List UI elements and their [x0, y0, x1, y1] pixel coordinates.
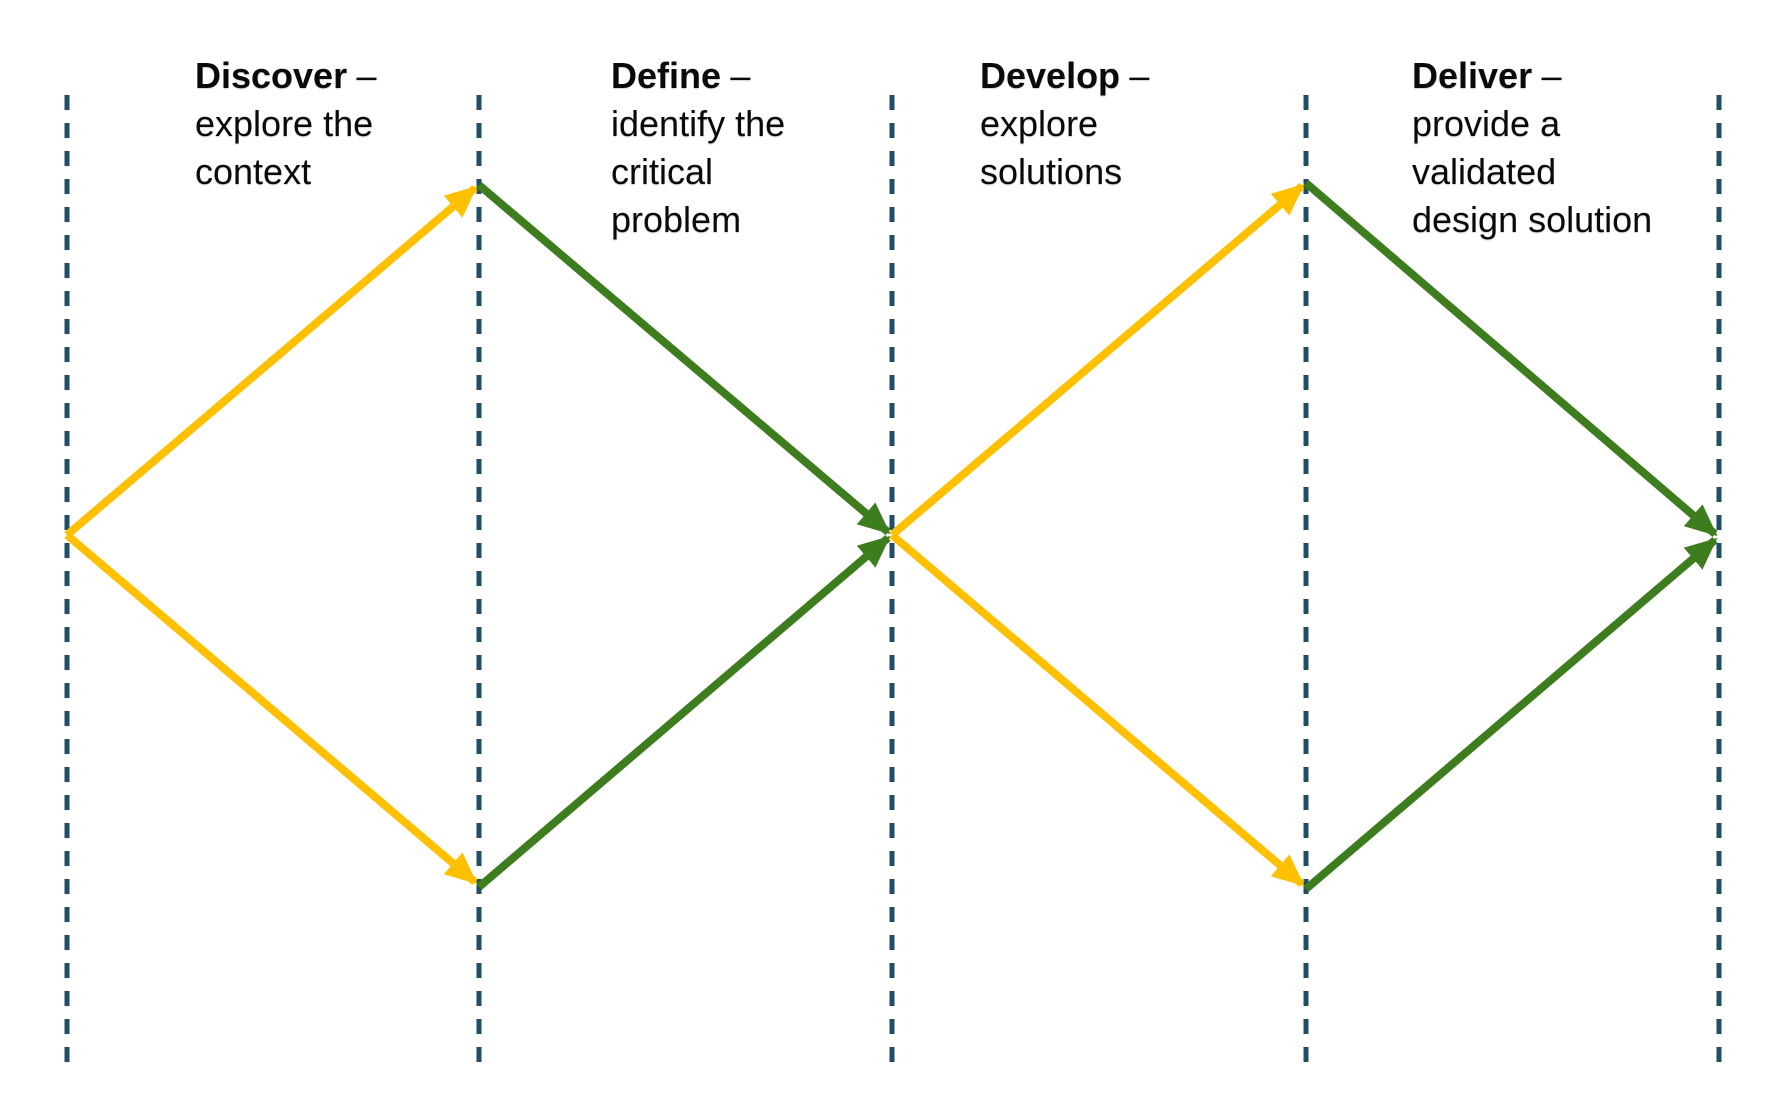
phase-title-row: Define– [611, 52, 785, 100]
phase-separator: – [730, 55, 751, 96]
phase-title: Develop [980, 55, 1121, 96]
phase-description-line: validated [1412, 151, 1557, 192]
phase-description-line: identify the [611, 103, 786, 144]
develop-diverge-arrow-up [889, 182, 1305, 539]
phase-title: Discover [195, 55, 348, 96]
phase-description-line: solutions [980, 151, 1123, 192]
phase-title-row: Develop– [980, 52, 1149, 100]
phase-description-line: explore [980, 103, 1099, 144]
define-converge-arrow-upper [476, 181, 891, 536]
phase-separator: – [356, 55, 377, 96]
phase-description-line: design solution [1412, 199, 1653, 240]
phase-title-row: Discover– [195, 52, 376, 100]
phase-description-line: explore the [195, 103, 374, 144]
phase-description-line: problem [611, 199, 742, 240]
deliver-converge-arrow-lower [1303, 536, 1718, 893]
phase-description-line: provide a [1412, 103, 1561, 144]
phase-title: Define [611, 55, 722, 96]
phase-separator: – [1541, 55, 1562, 96]
phase-label-deliver: Deliver– provide a validated design solu… [1412, 52, 1652, 244]
phase-label-discover: Discover– explore the context [195, 52, 376, 196]
define-converge-arrow-lower [476, 534, 891, 891]
develop-diverge-arrow-down [889, 531, 1305, 888]
phase-title: Deliver [1412, 55, 1533, 96]
phase-description-line: critical [611, 151, 714, 192]
phase-separator: – [1129, 55, 1150, 96]
phase-description-line: context [195, 151, 312, 192]
phase-label-develop: Develop– explore solutions [980, 52, 1149, 196]
discover-diverge-arrow-down [64, 531, 478, 886]
deliver-converge-arrow-upper [1303, 179, 1718, 538]
phase-label-define: Define– identify the critical problem [611, 52, 785, 244]
discover-diverge-arrow-up [64, 184, 478, 539]
phase-title-row: Deliver– [1412, 52, 1652, 100]
